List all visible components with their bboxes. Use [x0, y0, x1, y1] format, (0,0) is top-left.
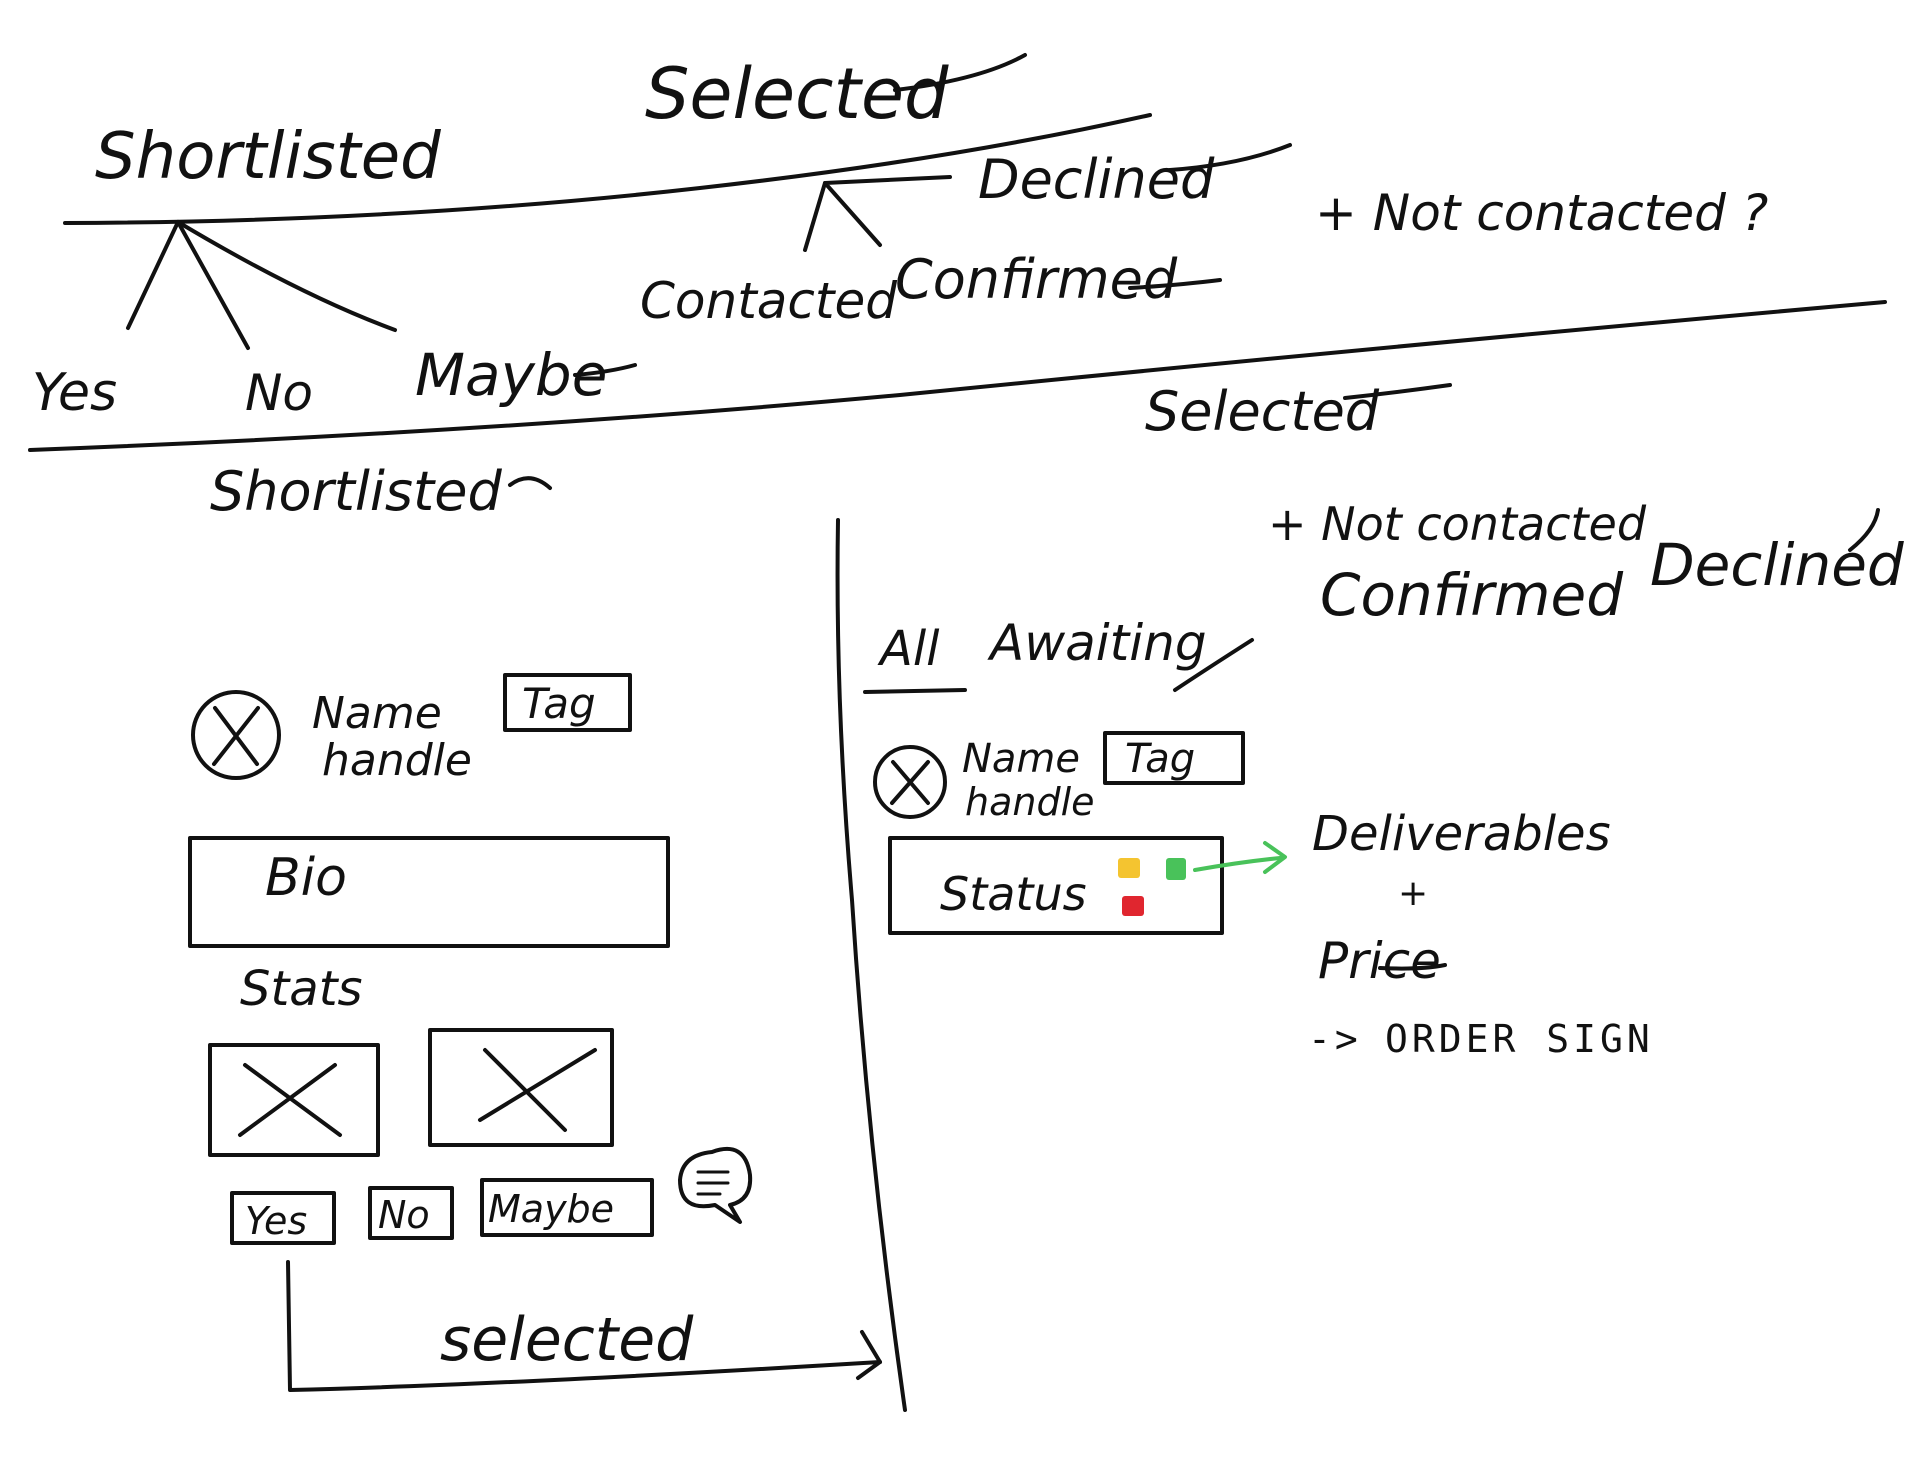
middle-flow: Shortlisted Selected + Not contacted Con… [28, 300, 1905, 629]
right-avatar-x-icon [890, 760, 930, 805]
tab-all-underline [863, 688, 967, 694]
left-card: Name handle Tag Bio Stats Yes No Maybe s… [188, 673, 882, 1392]
left-avatar [191, 690, 281, 780]
status-box[interactable] [888, 836, 1224, 935]
status-dot-green [1166, 858, 1186, 880]
left-no-button[interactable] [368, 1186, 454, 1240]
deliverables-label: Deliverables [1312, 806, 1611, 862]
top-not-contacted-label: + Not contacted ? [1315, 184, 1768, 242]
left-bio-box [188, 836, 670, 948]
mid-confirmed-label: Confirmed [1320, 561, 1624, 629]
top-timeline-line [63, 113, 1152, 225]
status-dot-red [1122, 896, 1144, 916]
left-selected-label: selected [440, 1305, 694, 1375]
right-avatar [873, 745, 947, 819]
stats-image-placeholder-1 [208, 1043, 380, 1157]
top-no-label: No [245, 364, 313, 422]
mid-selected-tail [1343, 383, 1452, 400]
top-declined-label: Declined [978, 148, 1215, 211]
left-no-label: No [378, 1193, 430, 1237]
comment-icon[interactable] [678, 1146, 753, 1224]
right-tag-box[interactable] [1103, 731, 1245, 785]
right-name-label: Name [962, 736, 1080, 782]
top-confirmed-label: Confirmed [895, 248, 1178, 311]
status-label: Status [940, 867, 1087, 921]
left-maybe-button[interactable] [480, 1178, 654, 1237]
panel-divider [835, 518, 907, 1412]
middle-timeline-line [28, 300, 1887, 452]
maybe-tail [573, 363, 637, 377]
tab-all[interactable]: All [877, 621, 940, 677]
mid-selected-label: Selected [1145, 380, 1380, 443]
top-selected-label: Selected [645, 53, 949, 135]
left-yes-label: Yes [245, 1199, 307, 1243]
selected-flow-arrow-line [286, 1260, 882, 1392]
confirmed-tail [1128, 278, 1222, 290]
order-sign-arrow: -> [1308, 1017, 1362, 1061]
stats-image-2-x-icon [478, 1048, 597, 1132]
stats-image-1-x-icon [238, 1063, 342, 1137]
selected-flow-arrowhead [856, 1330, 882, 1380]
tab-awaiting[interactable]: Awaiting [987, 614, 1207, 672]
status-dot-yellow [1118, 858, 1140, 878]
left-handle-label: handle [322, 735, 472, 786]
mid-declined-label: Declined [1650, 531, 1905, 599]
left-name-label: Name [312, 688, 442, 739]
left-avatar-x-icon [212, 706, 260, 766]
left-yes-button[interactable] [230, 1191, 336, 1245]
price-label: Price [1318, 932, 1441, 990]
left-bio-label: Bio [265, 848, 347, 908]
order-sign-label: ORDER SIGN [1385, 1017, 1654, 1061]
left-maybe-label: Maybe [488, 1187, 614, 1231]
contacted-branch [803, 181, 827, 252]
maybe-branch [176, 220, 397, 332]
mid-declined-tail [1848, 508, 1880, 552]
mid-shortlisted-tail [508, 476, 552, 490]
top-shortlisted-label: Shortlisted [95, 120, 441, 194]
declined-tail [1168, 143, 1292, 172]
price-tail [1378, 963, 1447, 971]
awaiting-tail [1173, 638, 1254, 692]
selected-tail [893, 53, 1027, 92]
right-panel: All Awaiting Name handle Tag Status Deli… [863, 614, 1654, 1061]
top-flow: Shortlisted Selected Declined Contacted … [32, 53, 1768, 423]
status-arrow [1193, 856, 1282, 872]
comment-icon-lines [696, 1170, 730, 1196]
right-handle-label: handle [965, 780, 1095, 824]
top-contacted-label: Contacted [640, 272, 897, 330]
right-tag-label: Tag [1125, 736, 1195, 782]
yes-branch [126, 220, 180, 330]
left-tag-box[interactable] [503, 673, 632, 732]
no-branch [176, 220, 250, 350]
left-tag-label: Tag [522, 679, 596, 728]
plus-label: + [1398, 873, 1428, 914]
left-stats-label: Stats [240, 961, 363, 1017]
status-arrowhead [1263, 841, 1287, 874]
declined-arrow [823, 175, 952, 247]
mid-shortlisted-label: Shortlisted [210, 460, 502, 523]
top-yes-label: Yes [32, 363, 117, 423]
stats-image-placeholder-2 [428, 1028, 614, 1147]
mid-not-contacted-label: + Not contacted [1268, 497, 1647, 551]
